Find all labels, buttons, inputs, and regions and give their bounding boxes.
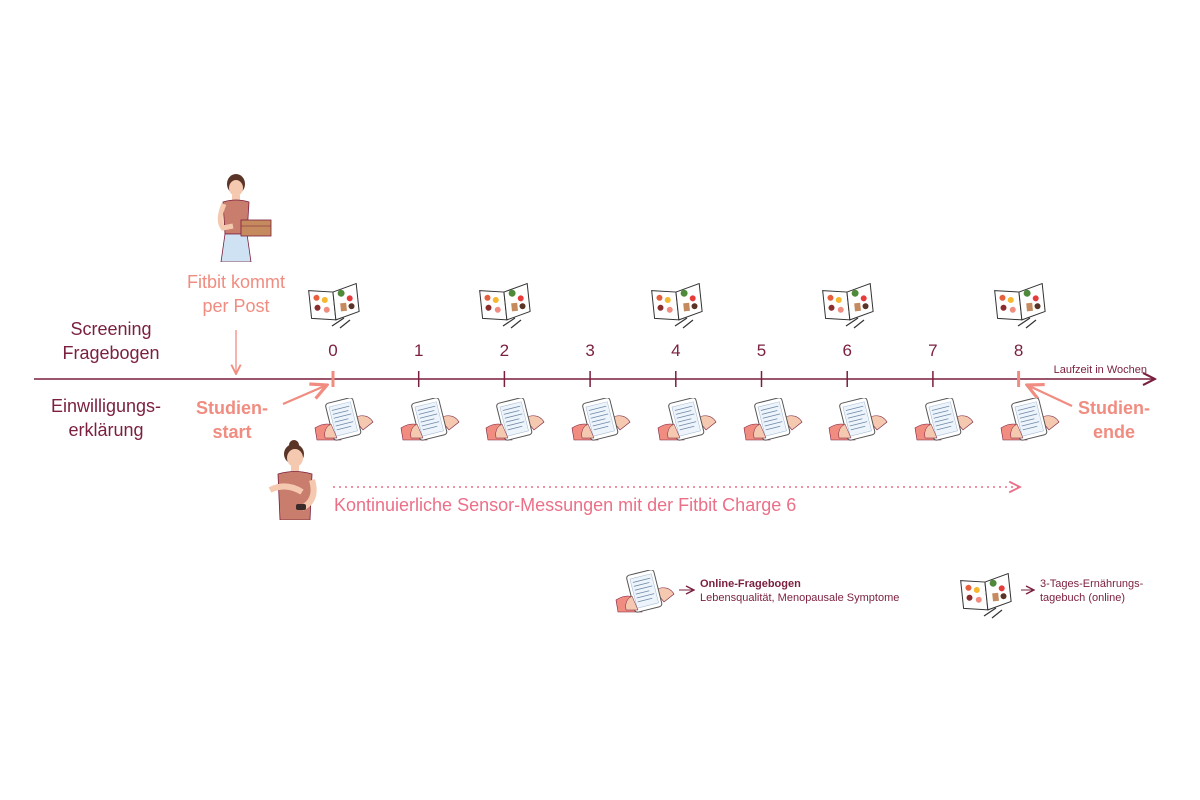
legend-diary-line2: tagebuch (online) — [1040, 592, 1126, 604]
food-diary-icon-week-8 — [992, 280, 1050, 335]
legend-food-diary-icon — [958, 570, 1016, 625]
consent-label-line1: Einwilligungs- — [50, 396, 162, 416]
week-label-6: 6 — [842, 341, 852, 360]
week-label-2: 2 — [499, 341, 510, 360]
studienende-label: Studien- ende — [1064, 396, 1164, 444]
legend-diary-text: 3-Tages-Ernährungs- tagebuch (online) — [1040, 577, 1143, 605]
week-label-0: 0 — [328, 341, 338, 360]
consent-label-line2: erklärung — [68, 420, 144, 440]
legend-questionnaire-desc: Lebensqualität, Menopausale Symptome — [700, 592, 900, 604]
axis-label: Laufzeit in Wochen — [1053, 364, 1147, 376]
legend-diary-line1: 3-Tages-Ernährungs- — [1040, 578, 1144, 590]
tablet-questionnaire-icon-week-6 — [827, 397, 893, 447]
week-label-5: 5 — [756, 341, 767, 360]
food-diary-icon-week-2 — [477, 280, 535, 335]
tablet-questionnaire-icon-week-7 — [913, 397, 979, 447]
tablet-questionnaire-icon-week-3 — [570, 397, 636, 447]
legend-tablet-questionnaire-icon — [614, 569, 680, 619]
studienende-label-line2: ende — [1092, 422, 1135, 442]
person-checking-watch-icon — [268, 440, 317, 520]
week-label-7: 7 — [928, 341, 938, 360]
studienende-label-line1: Studien- — [1078, 398, 1150, 418]
tablet-questionnaire-icon-week-8 — [999, 397, 1065, 447]
studienstart-arrow — [282, 385, 327, 406]
person-with-package-icon — [217, 174, 272, 262]
studienstart-label-line2: start — [212, 422, 252, 442]
tablet-questionnaire-icon-week-0 — [313, 397, 379, 447]
tablet-questionnaire-icon-week-1 — [399, 397, 465, 447]
week-label-4: 4 — [671, 341, 681, 360]
studienende-arrow — [1027, 385, 1073, 407]
tablet-questionnaire-icon-week-5 — [742, 397, 808, 447]
sensor-measurement-label: Kontinuierliche Sensor-Messungen mit der… — [334, 495, 797, 515]
fitbit-post-label-line2: per Post — [202, 296, 270, 316]
food-diary-icon-week-4 — [649, 280, 707, 335]
fitbit-post-label: Fitbit kommt per Post — [166, 270, 306, 318]
tablet-questionnaire-icon-week-4 — [656, 397, 722, 447]
food-diary-icon-week-6 — [820, 280, 878, 335]
legend-questionnaire-title: Online-Fragebogen — [700, 578, 801, 590]
screening-label: Screening Fragebogen — [56, 317, 166, 365]
legend-questionnaire-text: Online-Fragebogen Lebensqualität, Menopa… — [700, 577, 899, 605]
week-label-3: 3 — [585, 341, 595, 360]
studienstart-label: Studien- start — [182, 396, 282, 444]
tablet-questionnaire-icon-week-2 — [484, 397, 550, 447]
consent-label: Einwilligungs- erklärung — [36, 394, 176, 442]
studienstart-label-line1: Studien- — [196, 398, 268, 418]
food-diary-icon-week-0 — [306, 280, 364, 335]
screening-label-line1: Screening — [70, 319, 152, 339]
fitbit-post-label-line1: Fitbit kommt — [186, 272, 285, 292]
week-label-1: 1 — [413, 341, 424, 360]
screening-label-line2: Fragebogen — [62, 343, 160, 363]
week-ticks — [331, 371, 1021, 387]
week-label-8: 8 — [1013, 341, 1024, 360]
